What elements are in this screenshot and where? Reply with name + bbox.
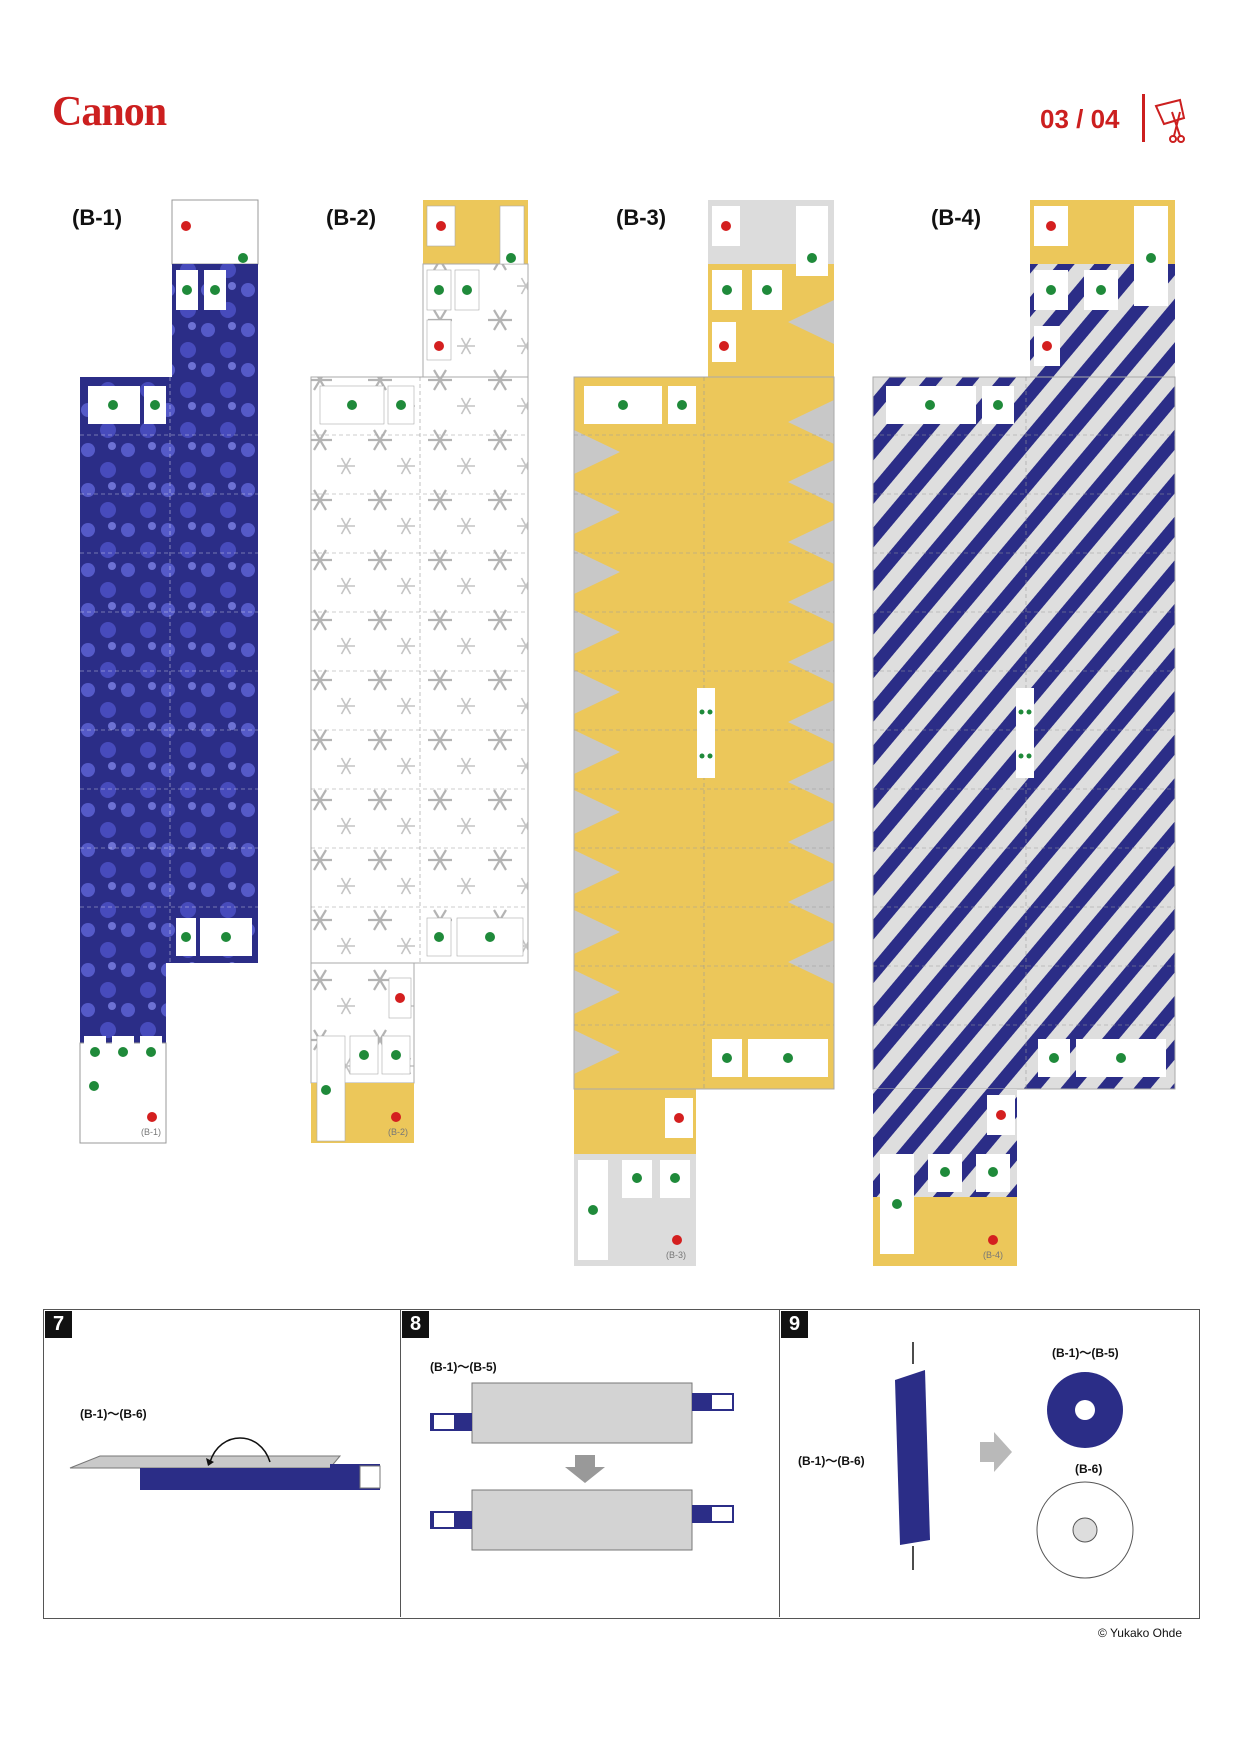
step7-fold-illustration [69, 1437, 381, 1490]
piece-label-b1: (B-1) [72, 205, 123, 230]
piece-label-b4: (B-4) [931, 205, 982, 230]
flower-white-icon [1036, 1481, 1134, 1579]
step8-tuck-illustration [430, 1382, 734, 1551]
piece-code-b3: (B-3) [666, 1250, 686, 1260]
piece-code-b2: (B-2) [388, 1127, 408, 1137]
step-divider [779, 1309, 780, 1617]
copyright: © Yukako Ohde [1098, 1626, 1183, 1640]
page-divider [1142, 94, 1145, 142]
step9-result-a-label: (B-1)～(B-5) [1052, 1346, 1119, 1360]
piece-code-b4: (B-4) [983, 1250, 1003, 1260]
step9-result-b-label: (B-6) [1075, 1462, 1103, 1476]
step-number-9: 9 [781, 1311, 808, 1338]
piece-label-b3: (B-3) [616, 205, 667, 230]
step8-label: (B-1)～(B-5) [430, 1360, 497, 1374]
piece-code-b1: (B-1) [141, 1127, 161, 1137]
canon-logo: Canon [52, 89, 167, 135]
step7-label: (B-1)～(B-6) [80, 1407, 147, 1421]
step-number-8: 8 [402, 1311, 429, 1338]
page-number: 03 / 04 [1040, 104, 1120, 134]
piece-label-b2: (B-2) [326, 205, 377, 230]
step-number-7: 7 [45, 1311, 72, 1338]
step9-shape-illustration [895, 1342, 1134, 1579]
flower-blue-icon [1047, 1372, 1123, 1448]
scissors-cut-icon [1154, 98, 1186, 143]
step9-label: (B-1)～(B-6) [798, 1454, 865, 1468]
step-divider [400, 1309, 401, 1617]
instruction-steps [43, 1309, 1200, 1619]
